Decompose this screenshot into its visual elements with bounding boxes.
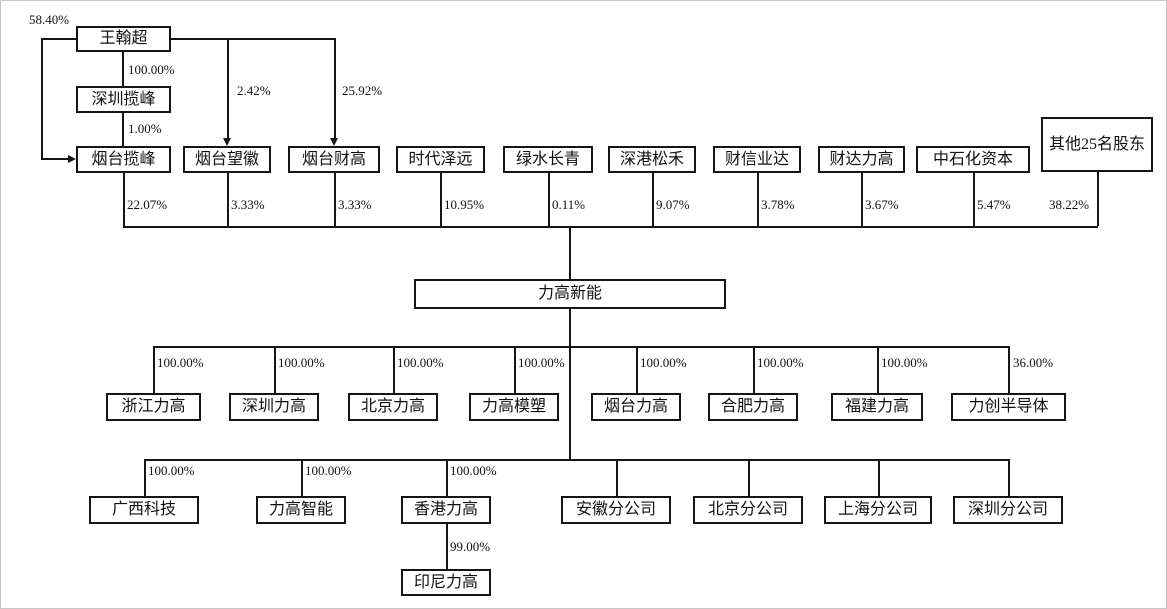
pct-subsidiary: 100.00% [450, 463, 497, 478]
node-shanghai-branch: 上海分公司 [824, 496, 932, 524]
pct-shareholder: 38.22% [1049, 197, 1090, 212]
connector [652, 173, 654, 226]
connector [41, 158, 68, 160]
pct-subsidiary: 100.00% [305, 463, 352, 478]
connector [569, 309, 571, 459]
node-yantai-wanghui: 烟台望徽 [183, 146, 271, 173]
arrow-down-icon [330, 138, 338, 146]
connector [227, 38, 229, 139]
node-ligao-mosu: 力高模塑 [469, 393, 559, 421]
node-beijing-branch: 北京分公司 [693, 496, 803, 524]
connector [446, 524, 448, 569]
node-shidai-zeyuan: 时代泽远 [396, 146, 485, 173]
node-anhui-branch: 安徽分公司 [561, 496, 671, 524]
node-yantai-lanfeng: 烟台揽峰 [76, 146, 171, 173]
connector [569, 226, 571, 279]
node-caida-ligao: 财达力高 [818, 146, 905, 173]
connector [41, 38, 43, 159]
connector [878, 459, 880, 496]
pct-direct-yantai-lanfeng: 58.40% [29, 12, 70, 27]
connector [274, 346, 276, 393]
connector [123, 226, 1098, 228]
connector [1097, 172, 1099, 226]
connector [1008, 346, 1010, 393]
node-ligao-zhineng: 力高智能 [256, 496, 346, 524]
connector [227, 173, 229, 226]
pct-shareholder: 3.33% [338, 197, 372, 212]
node-hongkong-ligao: 香港力高 [401, 496, 491, 524]
pct-indonesia: 99.00% [450, 539, 491, 554]
pct-shareholder: 3.67% [865, 197, 899, 212]
node-lichuang-semiconductor: 力创半导体 [951, 393, 1066, 421]
node-beijing-ligao: 北京力高 [348, 393, 438, 421]
node-lvshui-changqing: 绿水长青 [503, 146, 593, 173]
pct-subsidiary: 100.00% [157, 355, 204, 370]
pct-subsidiary: 100.00% [148, 463, 195, 478]
connector [1008, 459, 1010, 496]
node-fujian-ligao: 福建力高 [831, 393, 923, 421]
connector [41, 38, 76, 40]
connector [514, 346, 516, 393]
connector [446, 459, 448, 496]
arrow-right-icon [68, 155, 76, 163]
pct-direct-yantai-caigao: 25.92% [342, 83, 383, 98]
pct-shareholder: 3.33% [231, 197, 265, 212]
connector [153, 346, 1009, 348]
pct-shareholder: 22.07% [127, 197, 168, 212]
connector [973, 173, 975, 226]
connector [144, 459, 1009, 461]
pct-shenzhen-lanfeng: 100.00% [128, 62, 175, 77]
connector [334, 173, 336, 226]
node-ligao-xinneng: 力高新能 [414, 279, 726, 309]
pct-shareholder: 9.07% [656, 197, 690, 212]
connector [616, 459, 618, 496]
node-shenzhen-lanfeng: 深圳揽峰 [76, 86, 171, 113]
pct-shareholder: 5.47% [977, 197, 1011, 212]
connector [440, 173, 442, 226]
pct-shareholder: 10.95% [444, 197, 485, 212]
node-shenzhen-branch: 深圳分公司 [953, 496, 1063, 524]
pct-direct-yantai-wanghui: 2.42% [237, 83, 271, 98]
connector [122, 52, 124, 86]
node-caixin-yeda: 财信业达 [713, 146, 801, 173]
node-yantai-caigao: 烟台财高 [288, 146, 380, 173]
connector [393, 346, 395, 393]
connector [171, 38, 335, 40]
connector [301, 459, 303, 496]
arrow-down-icon [223, 138, 231, 146]
connector [877, 346, 879, 393]
connector [548, 173, 550, 226]
pct-subsidiary: 100.00% [397, 355, 444, 370]
connector [153, 346, 155, 393]
node-shenzhen-ligao: 深圳力高 [229, 393, 319, 421]
pct-subsidiary: 100.00% [518, 355, 565, 370]
node-hefei-ligao: 合肥力高 [708, 393, 798, 421]
pct-shareholder: 0.11% [552, 197, 586, 212]
pct-yantai-lanfeng-chain: 1.00% [128, 121, 162, 136]
connector [122, 113, 124, 146]
pct-shareholder: 3.78% [761, 197, 795, 212]
connector [753, 346, 755, 393]
node-yantai-ligao: 烟台力高 [591, 393, 681, 421]
node-sinopec-capital: 中石化资本 [916, 146, 1030, 173]
connector [334, 38, 336, 139]
node-other-25-shareholders: 其他25名股东 [1041, 117, 1153, 172]
connector [861, 173, 863, 226]
connector [757, 173, 759, 226]
pct-subsidiary: 100.00% [640, 355, 687, 370]
pct-subsidiary: 100.00% [757, 355, 804, 370]
connector [636, 346, 638, 393]
node-shengang-songhe: 深港松禾 [608, 146, 696, 173]
node-wang-hanchao: 王翰超 [76, 26, 171, 52]
pct-subsidiary: 100.00% [881, 355, 928, 370]
pct-subsidiary: 36.00% [1013, 355, 1054, 370]
connector [748, 459, 750, 496]
node-zhejiang-ligao: 浙江力高 [106, 393, 201, 421]
pct-subsidiary: 100.00% [278, 355, 325, 370]
node-guangxi-keji: 广西科技 [89, 496, 199, 524]
connector [123, 173, 125, 226]
connector [144, 459, 146, 496]
node-indonesia-ligao: 印尼力高 [401, 569, 491, 596]
